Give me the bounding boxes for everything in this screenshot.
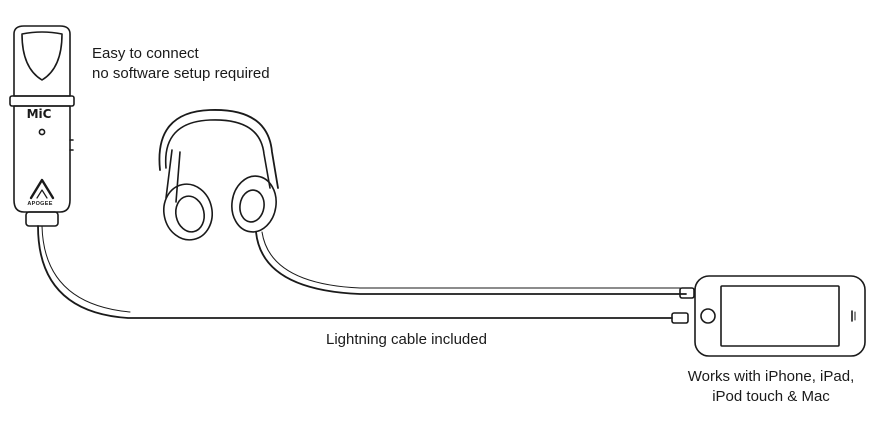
compatibility-caption-line2: iPod touch & Mac [712, 388, 830, 405]
connect-caption-line2: no software setup required [92, 65, 270, 82]
connect-caption: Easy to connect no software setup requir… [92, 44, 270, 84]
microphone-icon [9, 25, 75, 227]
compatibility-caption-line1: Works with iPhone, iPad, [687, 368, 855, 385]
mic-brand-label: MiC [26, 107, 52, 121]
connect-caption-line1: Easy to connect [92, 45, 199, 62]
compatibility-caption: Works with iPhone, iPad, iPod touch & Ma… [676, 367, 866, 407]
iphone-icon [694, 275, 866, 357]
lightning-cable-icon [37, 225, 689, 324]
headphones-icon [158, 109, 695, 299]
apogee-brand-label: APOGEE [27, 201, 53, 207]
cable-caption: Lightning cable included [326, 331, 487, 348]
